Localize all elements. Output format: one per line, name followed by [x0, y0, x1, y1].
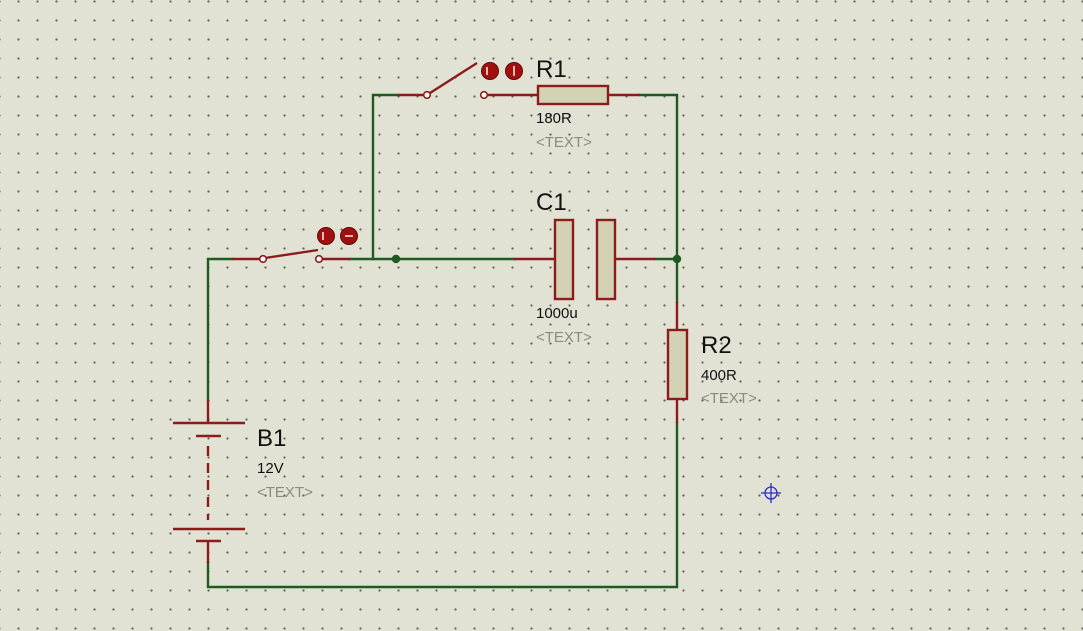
switch-lower-blade — [264, 248, 319, 260]
r2-text-placeholder: <TEXT> — [701, 390, 757, 407]
r2-value-label: 400R — [701, 367, 737, 384]
battery-b1[interactable]: B1 12V <TEXT> — [173, 400, 313, 563]
b1-ref-label: B1 — [257, 425, 286, 452]
wire-right-top[interactable] — [638, 93, 679, 304]
b1-value-label: 12V — [257, 460, 284, 477]
r1-text-placeholder: <TEXT> — [536, 134, 592, 151]
r2-ref-label: R2 — [701, 332, 732, 359]
b1-text-placeholder: <TEXT> — [257, 484, 313, 501]
r2-body[interactable] — [666, 328, 689, 401]
resistor-r1[interactable]: R1 180R <TEXT> — [512, 56, 640, 151]
wire-left-top[interactable] — [206, 257, 234, 402]
switch-upper-button-close-icon[interactable] — [505, 62, 523, 80]
junction-left — [391, 254, 401, 264]
switch-upper-contact-right — [479, 90, 489, 100]
r1-ref-label: R1 — [536, 56, 567, 83]
capacitor-c1[interactable]: C1 1000u <TEXT> — [514, 189, 655, 346]
c1-value-label: 1000u — [536, 305, 578, 322]
crosshair-cursor-icon — [761, 483, 781, 503]
wire-upper-branch[interactable] — [371, 93, 400, 261]
resistor-r2[interactable]: R2 400R <TEXT> — [666, 302, 757, 423]
c1-text-placeholder: <TEXT> — [536, 329, 592, 346]
switch-lower-contact-left — [258, 254, 268, 264]
switch-lower[interactable] — [232, 227, 358, 264]
junction-right — [672, 254, 682, 264]
switch-upper-contact-left — [422, 90, 432, 100]
r1-value-label: 180R — [536, 110, 572, 127]
switch-upper-button-open-icon[interactable] — [481, 62, 499, 80]
r1-body[interactable] — [536, 84, 610, 106]
switch-upper[interactable] — [398, 61, 523, 100]
switch-upper-blade — [429, 61, 478, 95]
c1-plate-left[interactable] — [553, 218, 575, 301]
switch-lower-button-close-icon[interactable] — [340, 227, 358, 245]
switch-lower-contact-right — [314, 254, 324, 264]
c1-plate-right[interactable] — [595, 218, 617, 301]
switch-lower-button-open-icon[interactable] — [317, 227, 335, 245]
wire-bottom-loop[interactable] — [206, 421, 679, 589]
wires — [206, 93, 682, 589]
c1-ref-label: C1 — [536, 189, 567, 216]
